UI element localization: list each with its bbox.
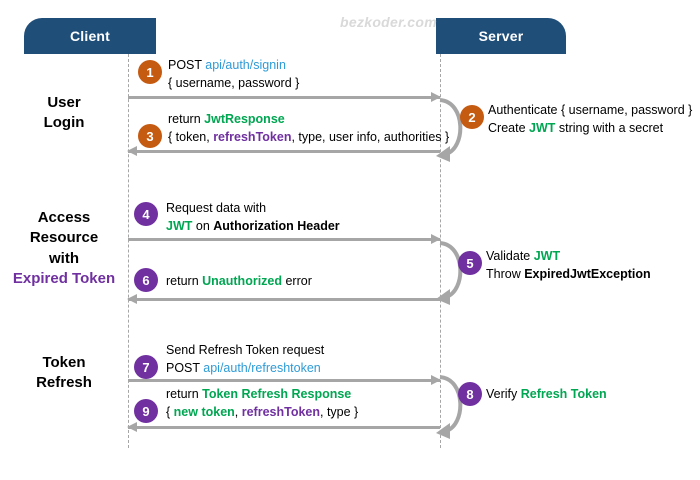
step-badge-1-number: 1 (146, 64, 154, 80)
phase-token-refresh-line1: Token (42, 354, 86, 371)
step-note-3-line1: return JwtResponse (168, 112, 285, 126)
message-arrow-9 (127, 422, 440, 432)
token-refresh-response-keyword: Token Refresh Response (202, 387, 352, 401)
jwt-keyword: JWT (533, 249, 561, 263)
message-line (128, 96, 440, 99)
selfloop-path (439, 241, 463, 299)
step-note-2: Authenticate { username, password } Crea… (488, 101, 692, 137)
step-badge-1: 1 (138, 60, 162, 84)
step-badge-7-number: 7 (142, 359, 150, 375)
step-badge-2-number: 2 (468, 109, 476, 125)
message-line (128, 298, 440, 301)
step-badge-7: 7 (134, 355, 158, 379)
arrowhead-right-icon (431, 234, 441, 244)
message-line (128, 150, 440, 153)
phase-access-line1: Access (37, 209, 91, 226)
step-badge-3: 3 (138, 124, 162, 148)
message-arrow-4 (128, 234, 441, 244)
message-arrow-7 (128, 375, 441, 385)
refreshtoken-keyword: refreshToken (241, 405, 320, 420)
phase-user-login-line1: User (47, 94, 81, 111)
step-badge-6: 6 (134, 268, 158, 292)
arrowhead-left-icon (127, 294, 137, 304)
step-note-8: Verify Refresh Token (486, 385, 607, 403)
step-note-7-line2: POST api/auth/refreshtoken (166, 361, 321, 376)
step-note-7: Send Refresh Token request POST api/auth… (166, 341, 324, 377)
step-badge-4-number: 4 (142, 206, 150, 222)
step-note-5-line2: Throw ExpiredJwtException (486, 267, 651, 282)
step-note-9-line2: { new token, refreshToken, type } (166, 405, 359, 420)
step-note-2-line1: Authenticate { username, password } (488, 103, 693, 117)
step-note-8-line1: Verify Refresh Token (486, 387, 607, 401)
phase-token-refresh-line2: Refresh (36, 374, 92, 392)
actor-server-box: Server (436, 18, 566, 54)
jwt-keyword: JWT (529, 121, 556, 136)
step-badge-5-number: 5 (466, 255, 474, 271)
arrowhead-left-icon (127, 146, 137, 156)
refresh-token-keyword: Refresh Token (520, 387, 607, 401)
step-note-9-line1: return Token Refresh Response (166, 387, 352, 401)
step-note-6-line1: return Unauthorized error (166, 274, 312, 288)
step-badge-2: 2 (460, 105, 484, 129)
step-badge-4: 4 (134, 202, 158, 226)
step-note-3: return JwtResponse { token, refreshToken… (168, 110, 449, 146)
step-note-1-line2: { username, password } (168, 76, 300, 91)
step-badge-6-number: 6 (142, 272, 150, 288)
message-line (128, 238, 440, 241)
message-line (128, 379, 440, 382)
step-note-2-line2: Create JWT string with a secret (488, 121, 664, 136)
step-note-1: POST api/auth/signin { username, passwor… (168, 56, 299, 92)
arrowhead-right-icon (431, 92, 441, 102)
message-arrow-3 (127, 146, 440, 156)
new-token-keyword: new token (173, 405, 235, 420)
actor-server-label: Server (478, 28, 524, 44)
phase-label-user-login: User Login (0, 93, 128, 134)
unauthorized-keyword: Unauthorized (202, 274, 282, 288)
arrowhead-right-icon (431, 375, 441, 385)
step-note-1-line1: POST api/auth/signin (168, 58, 286, 72)
step-note-5-line1: Validate JWT (486, 249, 561, 263)
message-arrow-1 (128, 92, 441, 102)
message-arrow-6 (127, 294, 440, 304)
phase-label-access-resource: Access Resource with Expired Token (0, 208, 128, 289)
step-note-4-line1: Request data with (166, 201, 267, 215)
step-badge-8-number: 8 (466, 386, 474, 402)
expiredjwtexception-keyword: ExpiredJwtException (524, 267, 651, 282)
step-badge-8: 8 (458, 382, 482, 406)
watermark: bezkoder.com (340, 14, 437, 30)
actor-client-label: Client (69, 28, 111, 44)
phase-access-line4: Expired Token (12, 269, 116, 287)
step-note-3-line2: { token, refreshToken, type, user info, … (168, 130, 450, 145)
phase-access-line2: Resource (29, 229, 99, 247)
step-badge-3-number: 3 (146, 128, 154, 144)
step-note-4-line2: JWT on Authorization Header (166, 219, 340, 234)
step-note-4: Request data with JWT on Authorization H… (166, 199, 340, 235)
selfloop-path (439, 375, 463, 433)
jwt-keyword: JWT (166, 219, 193, 234)
phase-label-token-refresh: Token Refresh (0, 353, 128, 394)
refreshtoken-keyword: refreshToken (213, 130, 292, 145)
refreshtoken-endpoint: api/auth/refreshtoken (203, 361, 321, 376)
step-note-7-line1: Send Refresh Token request (166, 343, 325, 357)
step-note-6: return Unauthorized error (166, 272, 312, 290)
signin-endpoint: api/auth/signin (205, 58, 286, 72)
step-badge-9: 9 (134, 399, 158, 423)
authorization-header-keyword: Authorization Header (213, 219, 340, 234)
step-note-9: return Token Refresh Response { new toke… (166, 385, 358, 421)
actor-client-box: Client (24, 18, 156, 54)
step-note-5: Validate JWT Throw ExpiredJwtException (486, 247, 651, 283)
phase-access-line3: with (49, 249, 79, 267)
message-line (128, 426, 440, 429)
phase-user-login-line2: Login (43, 114, 85, 132)
step-badge-5: 5 (458, 251, 482, 275)
lifeline-client (128, 54, 129, 448)
step-badge-9-number: 9 (142, 403, 150, 419)
arrowhead-left-icon (127, 422, 137, 432)
jwtresponse-keyword: JwtResponse (204, 112, 285, 126)
